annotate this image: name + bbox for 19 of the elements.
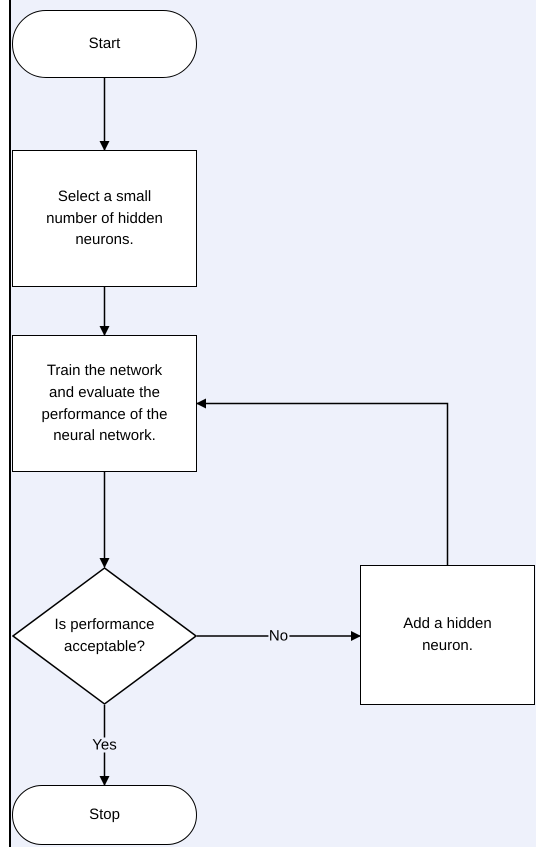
decision-diamond: [12, 567, 197, 705]
arrow: [196, 398, 448, 565]
node-text: Stop: [89, 805, 120, 826]
node-text: Is performance acceptable?: [53, 615, 156, 657]
edge-label: Yes: [91, 738, 118, 752]
process-box: [12, 150, 197, 287]
arrow: [100, 287, 110, 336]
process-box: [12, 335, 197, 472]
process-box: [360, 565, 535, 705]
arrow: [100, 78, 110, 151]
node-text: Train the network and evaluate the performance of the neural network.: [40, 361, 168, 446]
node-text: Start: [88, 34, 120, 54]
node-text: Select a small number of hidden neurons.: [45, 186, 164, 250]
terminal-box: [12, 10, 197, 78]
arrow: [197, 631, 361, 641]
terminal-box: [12, 785, 197, 845]
arrow: [100, 472, 110, 568]
node-text: Add a hidden neuron.: [402, 614, 493, 656]
edge-label: No: [268, 628, 290, 644]
